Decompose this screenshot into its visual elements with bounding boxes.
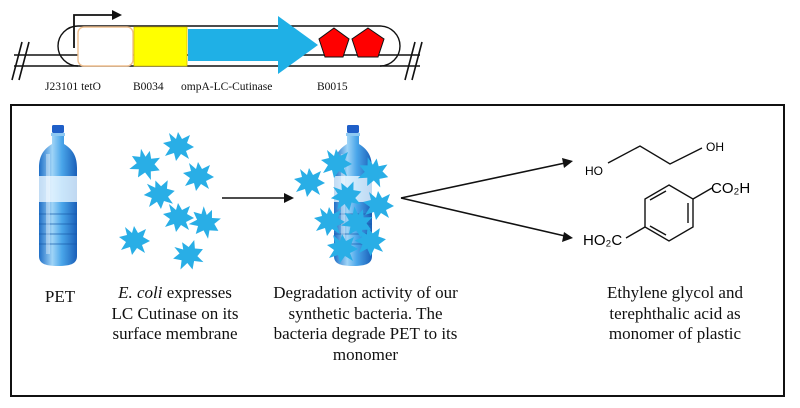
terminator-2-icon	[351, 27, 385, 58]
dna-break-right	[404, 41, 423, 81]
caption-ecoli: E. coli expresses LC Cutinase on its sur…	[111, 283, 239, 343]
terephthalic-ho2c: HO₂C	[583, 232, 622, 249]
caption-products: Ethylene glycol and terephthalic acid as…	[607, 283, 743, 343]
caption-degradation: Degradation activity of our synthetic ba…	[273, 283, 458, 364]
arrowhead-icon	[284, 193, 294, 203]
plasmid-outline	[57, 25, 401, 67]
process-panel	[10, 104, 785, 397]
arrowhead-icon	[562, 232, 573, 242]
ecoli-bacteria-cluster	[119, 132, 226, 275]
part-promoter-operator	[77, 26, 134, 67]
terminator-1-icon	[318, 27, 350, 58]
ethylene-glycol-oh: OH	[706, 140, 724, 154]
arrowhead-icon	[562, 158, 573, 168]
arrow-to-terephthalic-acid	[400, 197, 566, 237]
ethylene-glycol-ho: HO	[585, 164, 603, 178]
caption-pet: PET	[44, 287, 76, 306]
terephthalic-co2h: CO₂H	[711, 180, 750, 197]
ecoli-italic: E. coli	[118, 283, 163, 302]
pet-bottle-image	[38, 124, 78, 267]
part-label-cds: ompA-LC-Cutinase	[181, 81, 273, 93]
arrow-to-ethylene-glycol	[400, 162, 566, 199]
terephthalic-acid-structure	[625, 184, 713, 242]
promoter-arrowhead-icon	[112, 10, 122, 20]
part-rbs	[133, 26, 188, 67]
part-label-terminator: B0015	[317, 81, 348, 93]
part-label-rbs: B0034	[133, 81, 164, 93]
promoter-arrow-icon	[73, 14, 114, 48]
genetic-construct	[11, 10, 423, 81]
part-cds-arrow	[188, 16, 318, 74]
ethylene-glycol-structure	[607, 145, 703, 165]
part-label-promoter: J23101 tetO	[45, 81, 101, 93]
dna-break-left	[11, 41, 30, 81]
